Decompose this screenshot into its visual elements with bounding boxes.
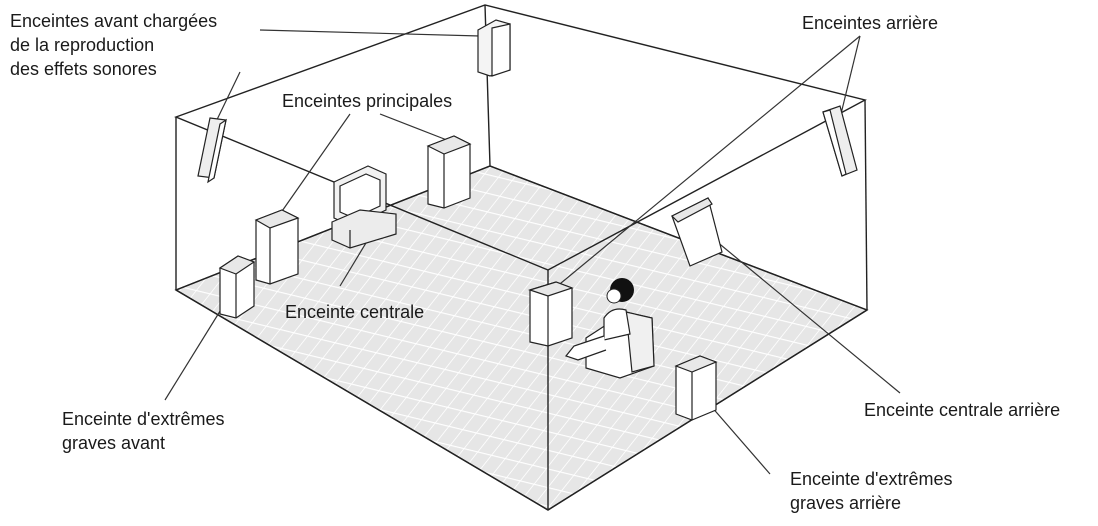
label-front-effects-line-3: des effets sonores bbox=[10, 59, 157, 79]
speaker-main-right-icon bbox=[426, 135, 472, 209]
subwoofer-front-icon bbox=[218, 255, 256, 319]
speaker-front-left-effects-icon bbox=[197, 117, 227, 184]
label-front-effects-line-2: de la reproduction bbox=[10, 35, 155, 55]
label-front-subwoofer-line-2: graves avant bbox=[62, 433, 166, 453]
label-front-subwoofer-line-1: Enceinte d'extrêmes bbox=[62, 409, 225, 429]
speaker-rear-center-icon bbox=[670, 197, 723, 267]
listener-armchair-icon bbox=[564, 278, 655, 379]
speaker-rear-right-icon bbox=[822, 105, 858, 177]
speaker-main-left-icon bbox=[254, 209, 300, 285]
label-center-speaker: Enceinte centrale bbox=[285, 302, 425, 322]
label-rear-subwoofer-line-2: graves arrière bbox=[790, 493, 902, 513]
subwoofer-rear-icon bbox=[674, 355, 718, 421]
label-front-effects: Enceintes avant chargées de la reproduct… bbox=[10, 9, 217, 81]
label-rear-subwoofer-line-1: Enceinte d'extrêmes bbox=[790, 469, 953, 489]
tv-center-speaker-icon bbox=[331, 165, 397, 249]
label-front-effects-line-1: Enceintes avant chargées bbox=[10, 11, 218, 31]
label-rear-speakers: Enceintes arrière bbox=[802, 13, 939, 33]
label-rear-center-speaker: Enceinte centrale arrière bbox=[864, 400, 1061, 420]
label-front-subwoofer: Enceinte d'extrêmes graves avant bbox=[62, 407, 225, 455]
speaker-rear-left-icon bbox=[528, 281, 574, 347]
label-rear-subwoofer: Enceinte d'extrêmes graves arrière bbox=[790, 467, 953, 515]
label-main-speakers: Enceintes principales bbox=[282, 91, 453, 111]
speaker-front-top-icon bbox=[477, 19, 511, 77]
